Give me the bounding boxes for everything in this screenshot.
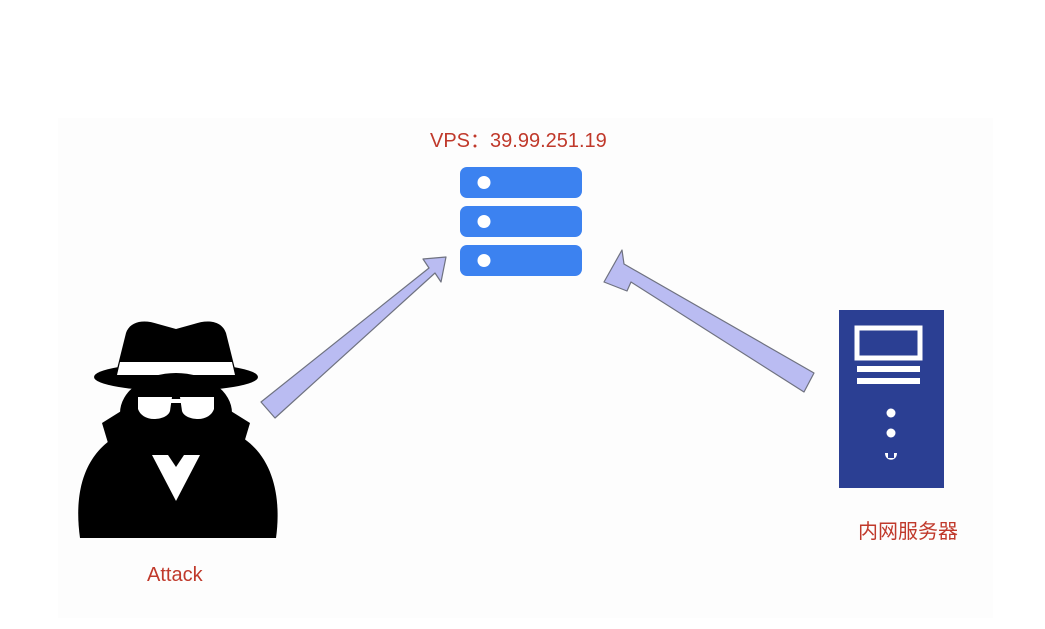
internal-server-label: 内网服务器: [858, 519, 958, 543]
vps-label: VPS：39.99.251.19: [430, 130, 607, 152]
arrow-server-to-vps: [603, 249, 815, 393]
server-rack-icon: [460, 167, 582, 276]
attacker-label: Attack: [147, 564, 203, 586]
tower-server-icon: [839, 310, 944, 488]
arrow-attacker-to-vps: [260, 256, 447, 419]
hacker-spy-icon: [78, 321, 278, 538]
